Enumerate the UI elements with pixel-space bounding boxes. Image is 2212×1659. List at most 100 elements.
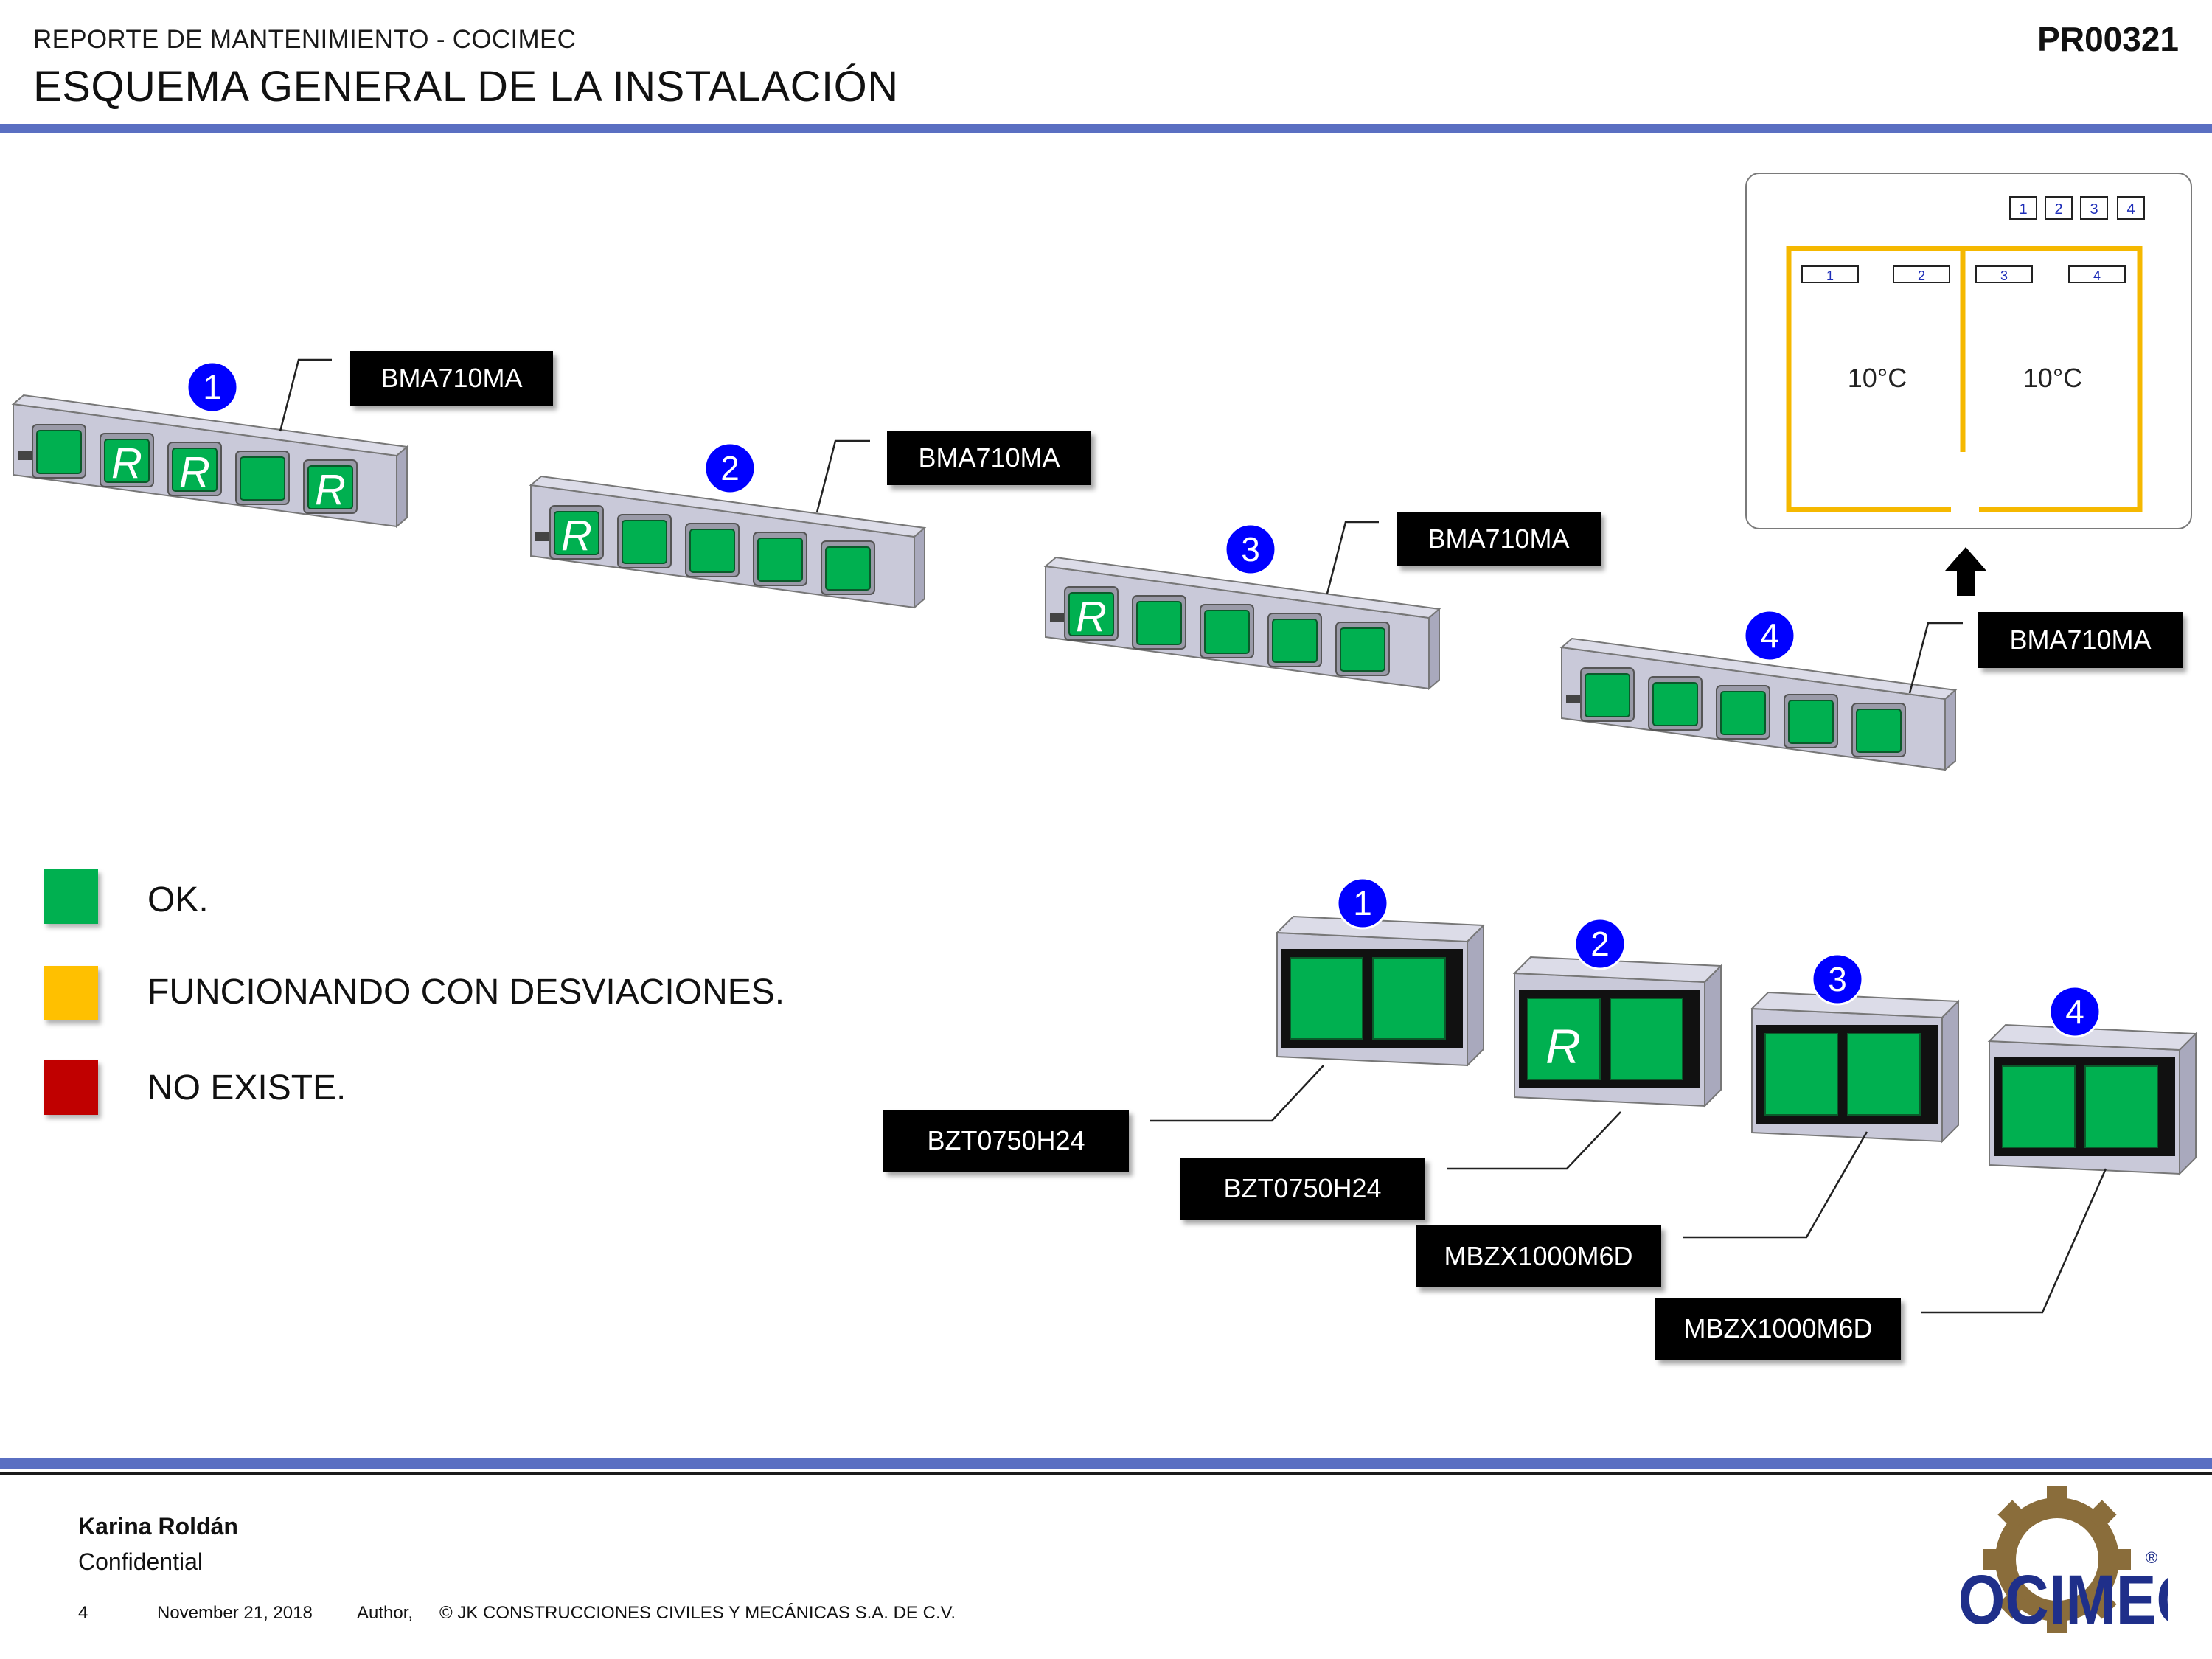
copyright-notice: © JK CONSTRUCCIONES CIVILES Y MECÁNICAS … bbox=[439, 1603, 956, 1623]
condenser-unit-3: 3 bbox=[1683, 953, 1961, 1239]
room-2-temperature: 10°C bbox=[2023, 363, 2082, 393]
leader-line bbox=[1683, 1131, 1868, 1239]
evaporator-nameplate bbox=[535, 532, 552, 541]
fan-status-ok bbox=[554, 511, 599, 555]
leader-line bbox=[1326, 521, 1379, 594]
evaporator-number-badge bbox=[1224, 523, 1277, 576]
room-box-3-label: 3 bbox=[2000, 268, 2008, 283]
fan-replaced-mark: R bbox=[315, 466, 346, 514]
evaporator-number-badge bbox=[1743, 609, 1796, 662]
arrow-up-icon bbox=[1945, 547, 1986, 596]
condenser-number-label: 4 bbox=[2065, 992, 2084, 1031]
leader-line bbox=[1150, 1065, 1324, 1122]
room-outline bbox=[1786, 246, 2143, 512]
evaporator-unit-2: R2 bbox=[529, 439, 927, 610]
condenser-2-model-tag: BZT0750H24 bbox=[1180, 1158, 1425, 1220]
condenser-side bbox=[1941, 999, 1959, 1144]
condenser-fan-replaced-mark: R bbox=[1545, 1019, 1581, 1074]
fan-replaced-mark: R bbox=[111, 439, 142, 487]
evaporator-nameplate bbox=[1566, 695, 1582, 703]
fan-replaced-mark: R bbox=[179, 448, 210, 496]
page-number: 4 bbox=[78, 1603, 88, 1623]
fan-replaced-mark: R bbox=[1076, 593, 1107, 641]
legend-missing-swatch bbox=[44, 1060, 98, 1115]
evaporator-unit-3: R3 bbox=[1043, 521, 1441, 691]
fan-status-ok bbox=[757, 538, 803, 582]
evaporator-4-model-tag: BMA710MA bbox=[1978, 612, 2183, 668]
room-box-2-label: 2 bbox=[1918, 268, 1925, 283]
condenser-number-label: 1 bbox=[1353, 884, 1372, 922]
evaporator-number-label: 2 bbox=[720, 449, 740, 487]
fan-replaced-mark: R bbox=[561, 512, 592, 560]
legend-ok-label: OK. bbox=[147, 880, 209, 919]
condenser-side bbox=[1467, 923, 1484, 1068]
leader-line bbox=[1921, 1168, 2107, 1314]
leader-line bbox=[1908, 622, 1963, 694]
fan-status-ok bbox=[1272, 619, 1318, 663]
author-name: Karina Roldán bbox=[78, 1513, 238, 1540]
fan-status-ok bbox=[825, 546, 871, 591]
fan-status-ok bbox=[1652, 682, 1698, 726]
evaporator-2-model-tag: BMA710MA bbox=[887, 431, 1091, 485]
room-1-temperature: 10°C bbox=[1848, 363, 1907, 393]
condenser-number-badge bbox=[2048, 985, 2101, 1038]
condenser-fan-status-ok bbox=[1847, 1033, 1921, 1116]
fan-status-ok bbox=[36, 430, 82, 474]
leader-line bbox=[1447, 1111, 1621, 1170]
evaporator-number-badge bbox=[186, 361, 239, 414]
leader-line bbox=[279, 358, 332, 432]
evaporator-side bbox=[1944, 688, 1956, 772]
floor-plan: 1 2 3 4 1 2 3 4 10°C 10°C bbox=[1745, 173, 2192, 529]
condenser-fan-status-ok bbox=[1290, 957, 1363, 1040]
report-code: PR00321 bbox=[2037, 20, 2179, 58]
legend-deviation-label: FUNCIONANDO CON DESVIACIONES. bbox=[147, 973, 785, 1012]
fan-status-ok bbox=[1585, 673, 1630, 717]
report-date: November 21, 2018 bbox=[157, 1603, 313, 1623]
evaporator-nameplate bbox=[1050, 613, 1066, 622]
report-subtitle: REPORTE DE MANTENIMIENTO - COCIMEC bbox=[33, 25, 577, 54]
footer-divider-dark bbox=[0, 1472, 2212, 1475]
top-box-row: 1 2 3 4 bbox=[2009, 196, 2145, 220]
evaporator-number-label: 1 bbox=[203, 368, 222, 406]
condenser-fan-status-ok bbox=[1372, 957, 1446, 1040]
room-box-2 bbox=[1893, 265, 1950, 283]
cocimec-logo: COCIMEC ® bbox=[1961, 1486, 2168, 1639]
evaporator-3-model-tag: BMA710MA bbox=[1397, 512, 1601, 566]
room-box-3 bbox=[1975, 265, 2033, 283]
top-box-3-label: 3 bbox=[2090, 201, 2098, 218]
logo-wordmark: COCIMEC bbox=[1961, 1561, 2168, 1639]
fan-status-ok bbox=[240, 456, 285, 501]
condenser-fan-status-ok bbox=[1527, 998, 1601, 1080]
room-box-4-label: 4 bbox=[2093, 268, 2101, 283]
fan-status-ok bbox=[1340, 627, 1385, 672]
author-label: Author, bbox=[357, 1603, 414, 1623]
room-box-4 bbox=[2068, 265, 2126, 283]
evaporator-side bbox=[1428, 607, 1440, 691]
fan-status-ok bbox=[689, 529, 735, 573]
condenser-side bbox=[2179, 1032, 2197, 1176]
evaporator-nameplate bbox=[18, 451, 34, 460]
header-divider bbox=[0, 124, 2212, 133]
condenser-number-badge bbox=[1336, 877, 1389, 930]
evaporator-number-label: 3 bbox=[1241, 530, 1260, 568]
condenser-fan-status-ok bbox=[1764, 1033, 1838, 1116]
condenser-number-label: 2 bbox=[1590, 925, 1610, 963]
condenser-unit-2: R2 bbox=[1447, 917, 1723, 1170]
condenser-4-model-tag: MBZX1000M6D bbox=[1655, 1298, 1901, 1360]
registered-mark: ® bbox=[2146, 1548, 2157, 1567]
top-box-4-label: 4 bbox=[2126, 201, 2135, 218]
condenser-fan-status-ok bbox=[2002, 1065, 2076, 1148]
condenser-number-badge bbox=[1811, 953, 1864, 1006]
leader-line bbox=[815, 439, 870, 513]
page-title: ESQUEMA GENERAL DE LA INSTALACIÓN bbox=[33, 63, 899, 111]
legend-ok-swatch bbox=[44, 869, 98, 924]
fan-status-ok bbox=[1720, 691, 1766, 735]
room-box-1 bbox=[1801, 265, 1859, 283]
fan-status-ok bbox=[622, 520, 667, 564]
top-box-2 bbox=[2045, 196, 2073, 220]
evaporator-unit-4: 4 bbox=[1559, 609, 1963, 772]
condenser-fan-status-ok bbox=[1610, 998, 1683, 1080]
